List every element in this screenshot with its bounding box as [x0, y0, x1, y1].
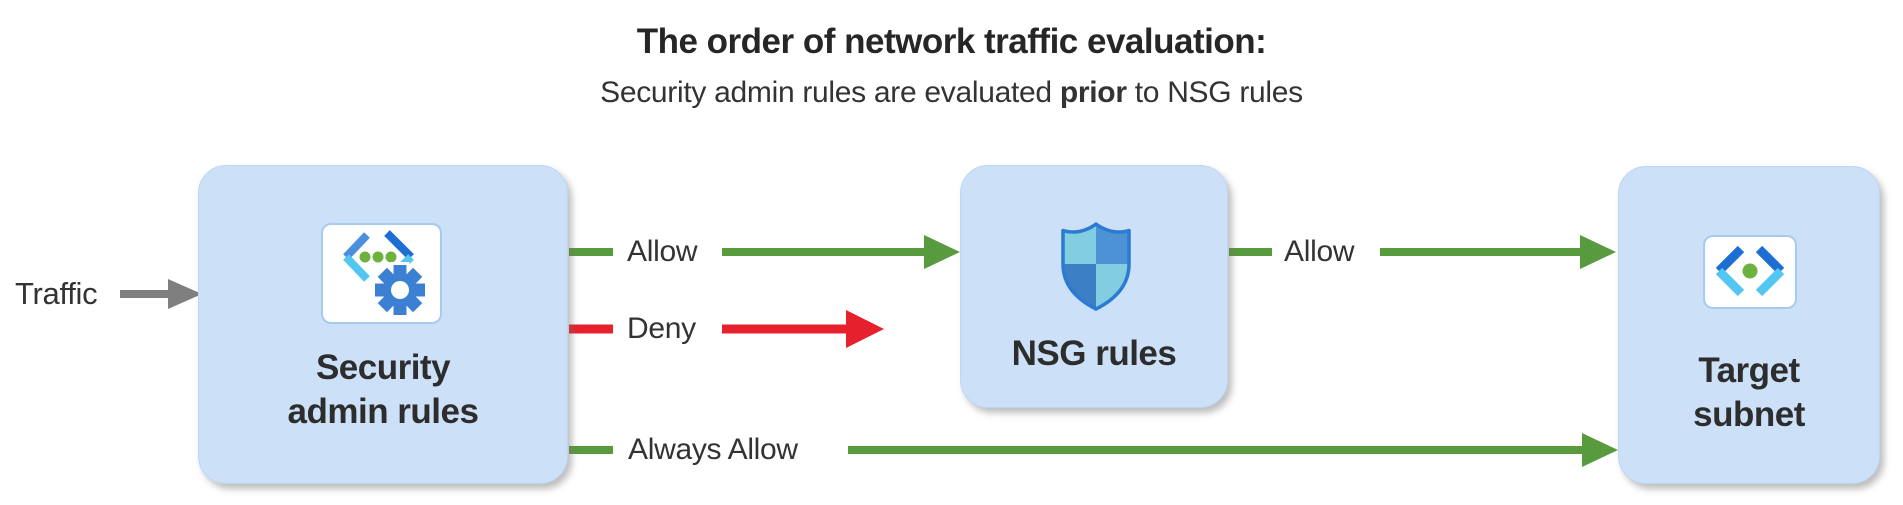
security-admin-rules-tile — [321, 223, 442, 324]
security-admin-rules-label: Security admin rules — [199, 346, 567, 434]
target-subnet-label-line2: subnet — [1693, 395, 1805, 434]
always-allow-label: Always Allow — [628, 433, 798, 466]
security-admin-label-line1: Security — [315, 348, 451, 387]
target-subnet-label-line1: Target — [1698, 351, 1800, 390]
code-brackets-icon — [1715, 245, 1785, 297]
node-target-subnet: Target subnet — [1618, 166, 1880, 484]
node-nsg-rules: NSG rules — [960, 165, 1228, 408]
allow-arrow-to-target — [1229, 235, 1616, 269]
security-admin-label-line2: admin rules — [287, 392, 479, 431]
deny-arrow — [569, 310, 884, 348]
always-allow-arrow — [569, 433, 1618, 467]
subtitle-suffix: to NSG rules — [1126, 76, 1303, 109]
page-title: The order of network traffic evaluation: — [636, 22, 1267, 61]
nsg-rules-label: NSG rules — [1011, 334, 1177, 373]
traffic-arrow — [120, 279, 202, 309]
subtitle-prefix: Security admin rules are evaluated — [600, 76, 1060, 109]
target-subnet-label: Target subnet — [1619, 349, 1879, 437]
target-subnet-tile — [1703, 235, 1797, 309]
code-gear-icon — [343, 230, 428, 318]
nsg-shield-icon — [1061, 222, 1131, 311]
allow-to-target-label: Allow — [1284, 235, 1355, 268]
allow-to-nsg-label: Allow — [627, 235, 698, 268]
allow-arrow-to-nsg — [569, 235, 960, 269]
subtitle-bold-word: prior — [1059, 76, 1127, 109]
traffic-label: Traffic — [15, 276, 98, 311]
page-subtitle: Security admin rules are evaluated prior… — [0, 76, 1903, 110]
deny-label: Deny — [627, 312, 696, 345]
node-security-admin-rules: Security admin rules — [198, 165, 568, 484]
